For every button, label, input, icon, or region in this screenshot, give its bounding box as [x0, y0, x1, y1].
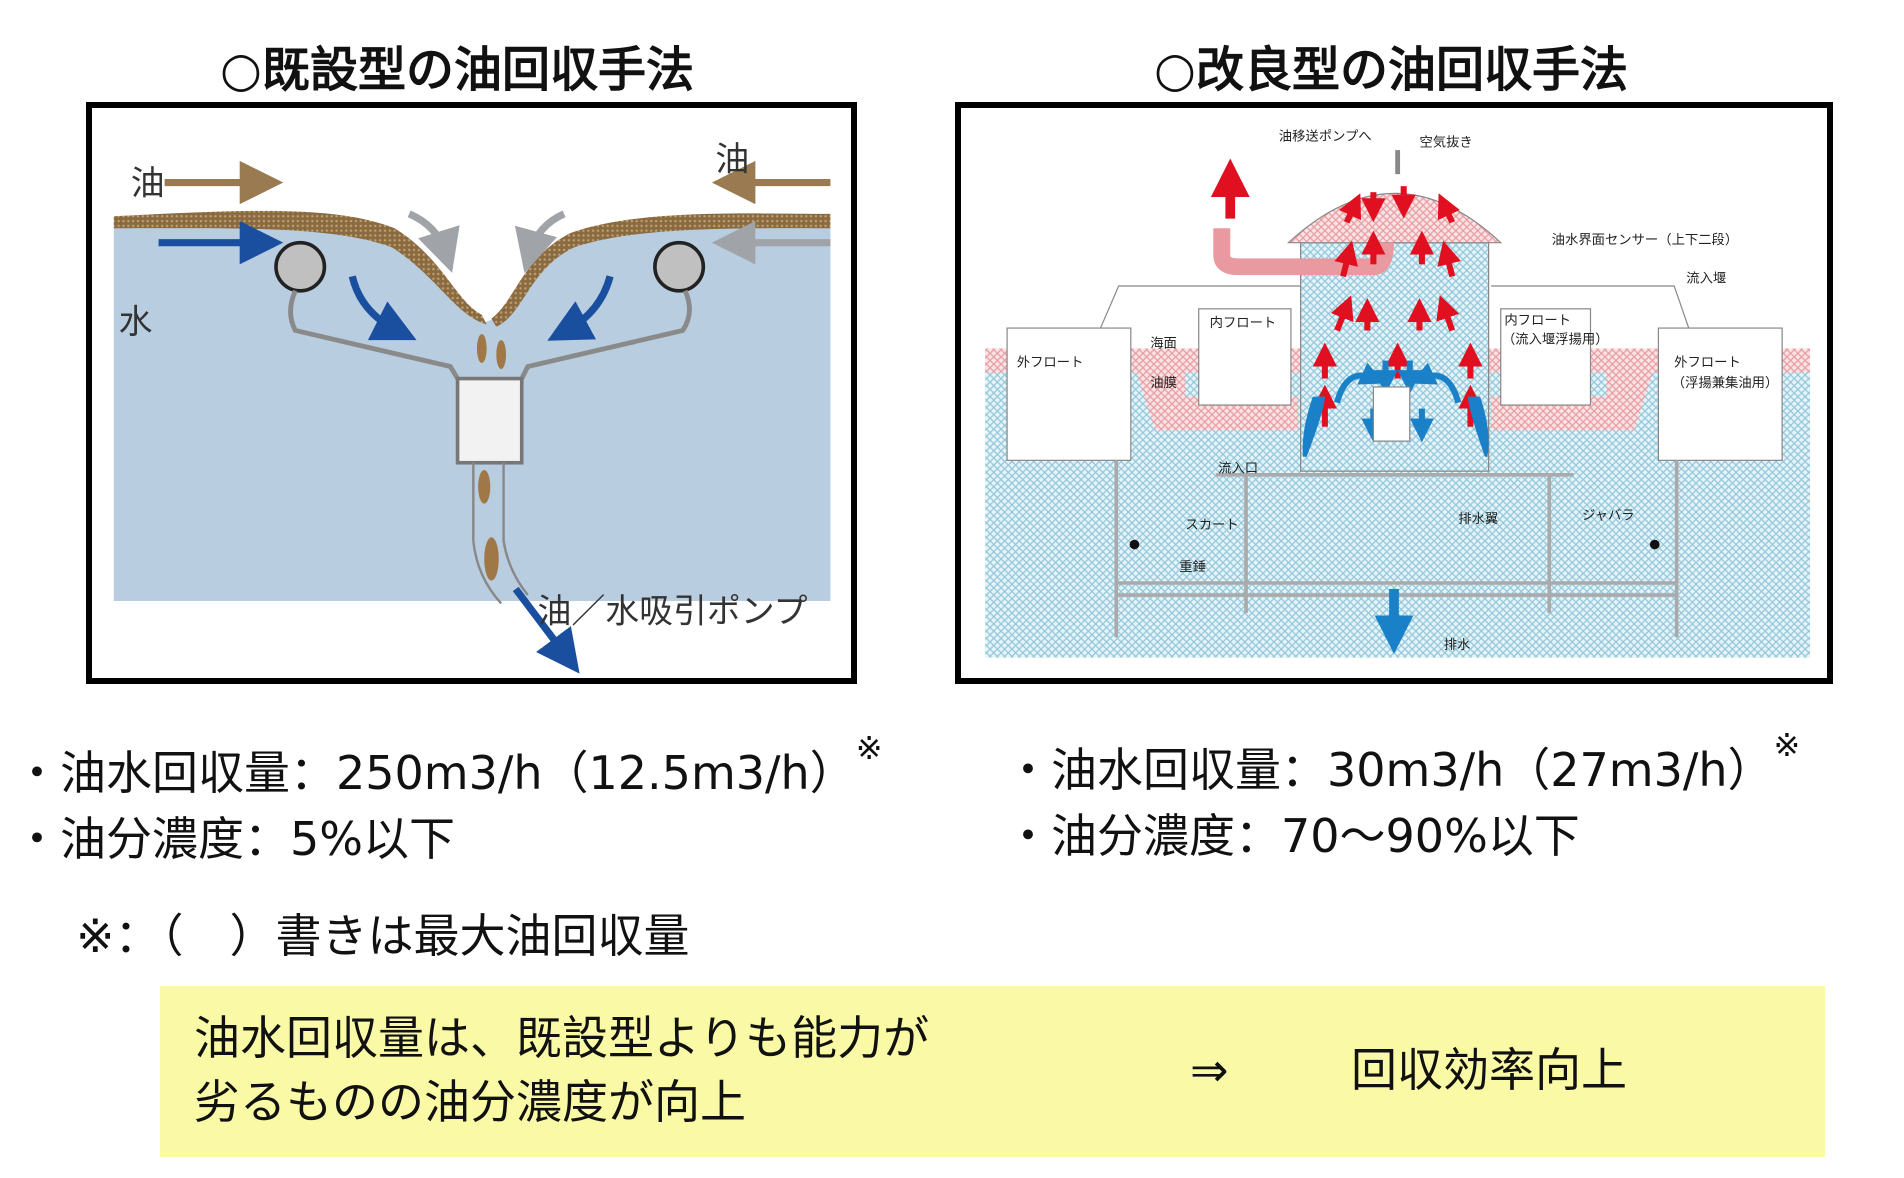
- label-sensor: 油水界面センサー（上下二段）: [1552, 232, 1739, 248]
- label-bellows: ジャバラ: [1582, 508, 1635, 523]
- outer-float-right: [1657, 327, 1783, 461]
- label-outer-float-right-purpose: （浮揚兼集油用）: [1672, 374, 1779, 391]
- right-stat-recovery-text: ・油水回収量：30m3/h（27m3/h）: [1005, 743, 1774, 797]
- left-title: ○既設型の油回収手法: [220, 42, 694, 98]
- float-right: [653, 240, 706, 293]
- label-drain: 排水: [1444, 637, 1471, 653]
- left-stat-concentration: ・油分濃度：5%以下: [14, 812, 455, 866]
- label-outer-float-right: 外フロート: [1674, 355, 1741, 371]
- label-weight: 重錘: [1179, 558, 1206, 575]
- oil-layer: [113, 210, 487, 325]
- right-stat-concentration: ・油分濃度：70～90%以下: [1005, 809, 1580, 863]
- summary-box: 油水回収量は、既設型よりも能力が 劣るものの油分濃度が向上 ⇒ 回収効率向上: [160, 986, 1825, 1157]
- label-inner-float-left: 内フロート: [1210, 315, 1277, 331]
- label-pump: 油／水吸引ポンプ: [537, 592, 807, 631]
- label-inner-float-right: 内フロート: [1504, 313, 1571, 329]
- summary-line-2: 劣るものの油分濃度が向上: [194, 1075, 746, 1129]
- label-water: 水: [119, 302, 153, 341]
- label-inlet: 流入口: [1218, 460, 1258, 476]
- footnote-mark: ※: [855, 729, 883, 767]
- label-sea-surface: 海面: [1150, 335, 1177, 351]
- summary-result: 回収効率向上: [1351, 1043, 1627, 1097]
- inner-cylinder: [1372, 386, 1411, 442]
- footnote-mark: ※: [1773, 726, 1801, 764]
- footnote: ※：（ ）書きは最大油回収量: [76, 909, 690, 963]
- right-title: ○改良型の油回収手法: [1154, 42, 1628, 98]
- float-left: [274, 240, 327, 293]
- improved-type-illustration: 油移送ポンプへ 空気抜き 油水界面センサー（上下二段） 流入堰 内フロート 内フ…: [985, 129, 1811, 658]
- label-oil-right: 油: [715, 140, 749, 179]
- label-oil-left: 油: [131, 164, 165, 203]
- existing-type-illustration: 油 油 水 油／水吸引ポンプ: [113, 140, 831, 674]
- dome: [1286, 192, 1503, 244]
- collector-box: [455, 376, 524, 465]
- label-to-pump: 油移送ポンプへ: [1279, 129, 1372, 145]
- inner-float-right: [1500, 308, 1592, 406]
- label-outer-float-left: 外フロート: [1017, 355, 1084, 371]
- existing-type-diagram: 油 油 水 油／水吸引ポンプ: [86, 102, 857, 684]
- left-stat-recovery-text: ・油水回収量：250m3/h（12.5m3/h）: [14, 746, 856, 800]
- label-drain-impeller: 排水翼: [1458, 511, 1498, 527]
- label-oil-film: 油膜: [1150, 375, 1177, 391]
- label-inner-float-right-purpose: （流入堰浮揚用）: [1502, 331, 1609, 348]
- outer-float-left: [1006, 327, 1132, 461]
- inner-float-left: [1198, 308, 1292, 406]
- summary-line-1: 油水回収量は、既設型よりも能力が: [194, 1011, 930, 1065]
- improved-type-diagram: 油移送ポンプへ 空気抜き 油水界面センサー（上下二段） 流入堰 内フロート 内フ…: [955, 102, 1833, 684]
- label-air-vent: 空気抜き: [1419, 135, 1472, 151]
- right-stat-recovery: ・油水回収量：30m3/h（27m3/h）※: [1005, 726, 1800, 800]
- left-stat-recovery: ・油水回収量：250m3/h（12.5m3/h）※: [14, 729, 883, 803]
- suction-outflow-arrow: [512, 586, 580, 674]
- label-skirt: スカート: [1185, 518, 1238, 533]
- label-inflow-weir: 流入堰: [1686, 270, 1726, 286]
- arrow-icon: ⇒: [1190, 1043, 1229, 1097]
